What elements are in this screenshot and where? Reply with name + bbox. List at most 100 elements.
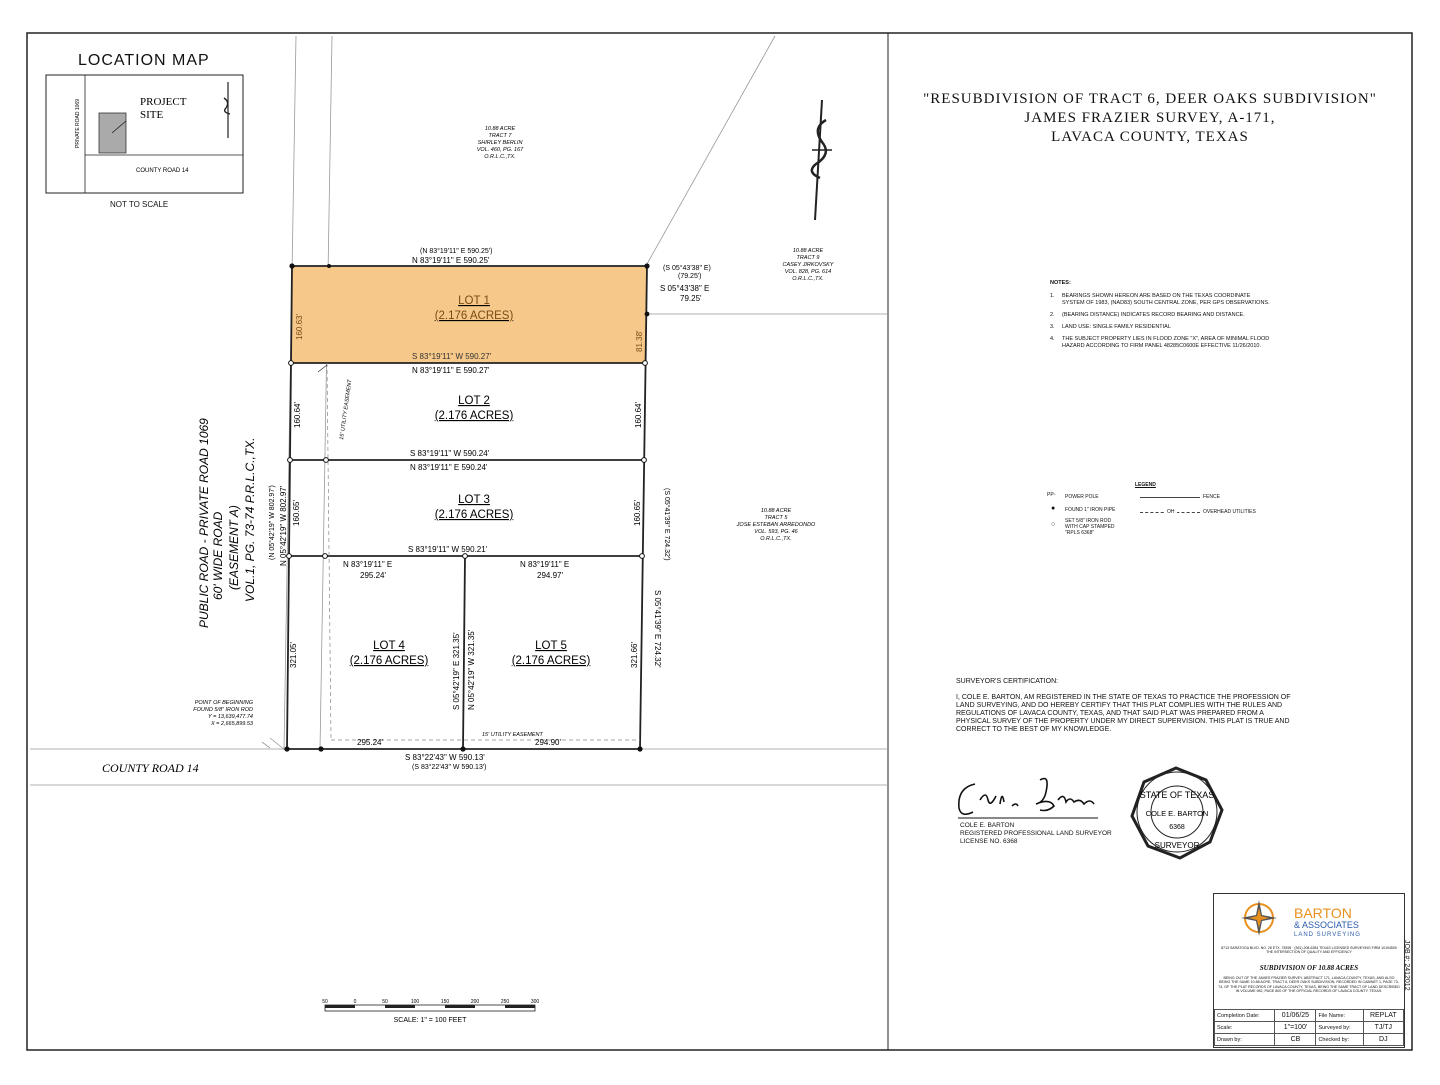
svg-text:(S 05°41'39" E 724.32'): (S 05°41'39" E 724.32') (663, 488, 671, 561)
svg-text:JOSE ESTEBAN ARREDONDO: JOSE ESTEBAN ARREDONDO (736, 522, 816, 528)
lot-4-name: LOT 4 (373, 640, 405, 652)
surveyor-name: COLE E. BARTON (960, 822, 1015, 829)
scale-bar: 50 0 50 100 150 200 250 300 SCALE: 1" = … (322, 999, 539, 1024)
svg-text:160.65': 160.65' (292, 500, 301, 526)
svg-text:VOL. 593, PG. 46: VOL. 593, PG. 46 (754, 529, 798, 535)
easement-label-1: 15' UTILITY EASEMENT (339, 379, 354, 441)
legend-heading: LEGEND (1135, 482, 1156, 488)
svg-text:N 83°19'11" E 590.24': N 83°19'11" E 590.24' (410, 463, 488, 472)
svg-text:50: 50 (322, 999, 328, 1005)
svg-text:VOL.1, PG. 73-74 P.R.L.C.,TX.: VOL.1, PG. 73-74 P.R.L.C.,TX. (243, 437, 257, 602)
adjoiner-east-mid: 10.88 ACRE TRACT 5 JOSE ESTEBAN ARREDOND… (736, 508, 816, 542)
svg-text:10.88 ACRE: 10.88 ACRE (485, 126, 516, 132)
svg-text:300: 300 (531, 999, 540, 1005)
adjoiner-east-top: 10.88 ACRE TRACT 9 CASEY JIRKOVSKY VOL. … (783, 248, 834, 282)
lot-3-name: LOT 3 (458, 494, 490, 506)
note-item: 1.BEARINGS SHOWN HEREON ARE BASED ON THE… (1050, 293, 1270, 306)
svg-text:N 83°19'11" E 590.27': N 83°19'11" E 590.27' (412, 366, 490, 375)
svg-text:SCALE: 1" = 100 FEET: SCALE: 1" = 100 FEET (394, 1017, 467, 1024)
svg-text:250: 250 (501, 999, 510, 1005)
svg-text:(79.25'): (79.25') (678, 273, 702, 280)
svg-text:O.R.L.C.,TX.: O.R.L.C.,TX. (484, 154, 515, 160)
north-arrow-icon (810, 99, 832, 221)
lot-4-area: (2.176 ACRES) (350, 655, 429, 667)
svg-text:200: 200 (471, 999, 480, 1005)
svg-text:COLE E. BARTON: COLE E. BARTON (1146, 809, 1209, 818)
plat-title: "RESUBDIVISION OF TRACT 6, DEER OAKS SUB… (900, 90, 1400, 147)
svg-text:O.R.L.C.,TX.: O.R.L.C.,TX. (792, 276, 823, 282)
company-address: 8713 SARATOGA BLVD. NO. 28 ETX. 78395 · … (1221, 946, 1397, 954)
set-rod-icon: ○ (1051, 521, 1056, 528)
svg-text:TRACT 9: TRACT 9 (797, 255, 820, 261)
svg-text:N 83°19'11" E: N 83°19'11" E (520, 560, 569, 569)
loc-site-1: PROJECT (140, 96, 187, 108)
svg-text:50: 50 (382, 999, 388, 1005)
county-road-label: COUNTY ROAD 14 (102, 761, 199, 775)
notes: NOTES: 1.BEARINGS SHOWN HEREON ARE BASED… (1050, 280, 1270, 355)
survey-pins (284, 263, 650, 752)
svg-text:160.65': 160.65' (633, 500, 642, 526)
road-label: PUBLIC ROAD - PRIVATE ROAD 1069 60' WIDE… (197, 418, 257, 628)
svg-text:0: 0 (354, 999, 357, 1005)
subdivision-title: SUBDIVISION OF 10.88 ACRES (1259, 964, 1359, 972)
svg-text:79.25': 79.25' (680, 294, 702, 303)
surveyor-title: REGISTERED PROFESSIONAL LAND SURVEYOR (960, 830, 1112, 837)
lot-5-area: (2.176 ACRES) (512, 655, 591, 667)
lot-3-area: (2.176 ACRES) (435, 509, 514, 521)
note-item: 4.THE SUBJECT PROPERTY LIES IN FLOOD ZON… (1050, 336, 1270, 349)
job-number: JOB #: 2412012 (1403, 940, 1410, 991)
svg-text:LAND SURVEYING: LAND SURVEYING (1294, 932, 1361, 938)
svg-text:(S 83°22'43" W 590.13'): (S 83°22'43" W 590.13') (412, 763, 487, 771)
svg-text:294.90': 294.90' (535, 738, 561, 747)
svg-text:(N 83°19'11" E 590.25'): (N 83°19'11" E 590.25') (420, 247, 492, 255)
svg-text:6368: 6368 (1169, 824, 1185, 831)
svg-text:295.24': 295.24' (360, 571, 386, 580)
svg-text:O.R.L.C.,TX.: O.R.L.C.,TX. (760, 536, 791, 542)
road-centre-line (319, 35, 333, 751)
loc-road-bottom: COUNTY ROAD 14 (136, 168, 189, 174)
svg-text:VOL. 828, PG. 614: VOL. 828, PG. 614 (785, 269, 831, 275)
svg-text:S 83°19'11" W 590.21': S 83°19'11" W 590.21' (408, 545, 488, 554)
easement-label-2: 15' UTILITY EASEMENT (482, 732, 543, 738)
svg-text:& ASSOCIATES: & ASSOCIATES (1294, 920, 1359, 930)
svg-text:X = 2,665,899.53: X = 2,665,899.53 (210, 721, 254, 727)
location-map-heading: LOCATION MAP (78, 52, 210, 69)
signature-block: COLE E. BARTON REGISTERED PROFESSIONAL L… (960, 822, 1112, 846)
svg-text:295.24': 295.24' (357, 738, 383, 747)
svg-text:PUBLIC ROAD - PRIVATE ROAD 106: PUBLIC ROAD - PRIVATE ROAD 1069 (197, 418, 211, 628)
lot-1-area: (2.176 ACRES) (435, 310, 514, 322)
svg-text:TRACT 7: TRACT 7 (489, 133, 513, 139)
svg-text:(N 05°42'19" W 802.97'): (N 05°42'19" W 802.97') (268, 485, 276, 560)
svg-text:150: 150 (441, 999, 450, 1005)
small-north-arrow-icon (223, 82, 231, 138)
loc-site-2: SITE (140, 109, 164, 121)
svg-text:321.66': 321.66' (630, 642, 639, 668)
svg-text:160.64': 160.64' (634, 402, 643, 428)
svg-text:60' WIDE ROAD: 60' WIDE ROAD (211, 511, 225, 600)
svg-text:S 83°19'11" W 590.27': S 83°19'11" W 590.27' (412, 352, 492, 361)
svg-text:10.88 ACRE: 10.88 ACRE (793, 248, 824, 254)
cert-heading: SURVEYOR'S CERTIFICATION: (956, 678, 1059, 685)
company-logo: BARTON & ASSOCIATES LAND SURVEYING (1214, 894, 1404, 944)
svg-text:CASEY JIRKOVSKY: CASEY JIRKOVSKY (783, 262, 834, 268)
lot-2-area: (2.176 ACRES) (435, 410, 514, 422)
svg-text:VOL. 460, PG. 167: VOL. 460, PG. 167 (477, 147, 524, 153)
svg-text:S 83°19'11" W 590.24': S 83°19'11" W 590.24' (410, 449, 490, 458)
svg-text:POINT OF BEGINNING: POINT OF BEGINNING (195, 700, 254, 706)
svg-text:SURVEYOR: SURVEYOR (1155, 841, 1200, 850)
svg-text:SHIRLEY BERLIN: SHIRLEY BERLIN (478, 140, 523, 146)
not-to-scale-note: NOT TO SCALE (110, 200, 169, 209)
note-item: 2.(BEARING DISTANCE) INDICATES RECORD BE… (1050, 312, 1245, 318)
svg-text:S 05°41'39" E 724.32': S 05°41'39" E 724.32' (653, 590, 662, 668)
svg-text:10.88 ACRE: 10.88 ACRE (761, 508, 792, 514)
fence-line-icon (1140, 497, 1200, 498)
title-line-1: "RESUBDIVISION OF TRACT 6, DEER OAKS SUB… (923, 91, 1377, 107)
adjoiner-north: 10.88 ACRE TRACT 7 SHIRLEY BERLIN VOL. 4… (477, 126, 524, 160)
cert-body: I, COLE E. BARTON, AM REGISTERED IN THE … (956, 694, 1291, 733)
bearing-labels: (N 83°19'11" E 590.25') N 83°19'11" E 59… (268, 247, 711, 771)
point-of-beginning: POINT OF BEGINNING FOUND 5/8" IRON ROD Y… (193, 700, 254, 727)
title-line-3: LAVACA COUNTY, TEXAS (1051, 129, 1249, 145)
svg-text:N 83°19'11" E: N 83°19'11" E (343, 560, 392, 569)
